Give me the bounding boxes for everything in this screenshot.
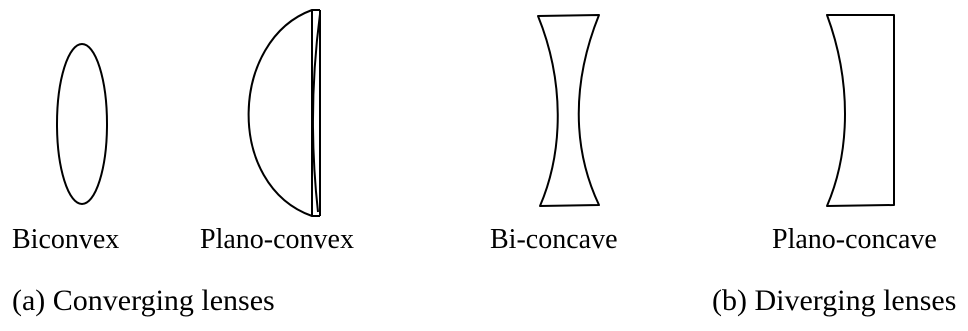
plano-concave-lens-shape — [826, 14, 895, 207]
bi-concave-label: Bi-concave — [490, 224, 618, 255]
biconvex-label: Biconvex — [12, 224, 120, 255]
plano-convex-label: Plano-convex — [200, 224, 354, 255]
converging-lenses-caption: (a) Converging lenses — [12, 284, 275, 317]
plano-convex-inner-curve — [311, 13, 321, 213]
bi-concave-lens-shape — [537, 14, 600, 207]
plano-convex-outline — [247, 9, 313, 217]
plano-convex-lens-shape — [247, 9, 321, 217]
diverging-lenses-caption: (b) Diverging lenses — [712, 284, 957, 317]
biconvex-lens-shape — [56, 43, 108, 205]
plano-concave-label: Plano-concave — [772, 224, 937, 255]
